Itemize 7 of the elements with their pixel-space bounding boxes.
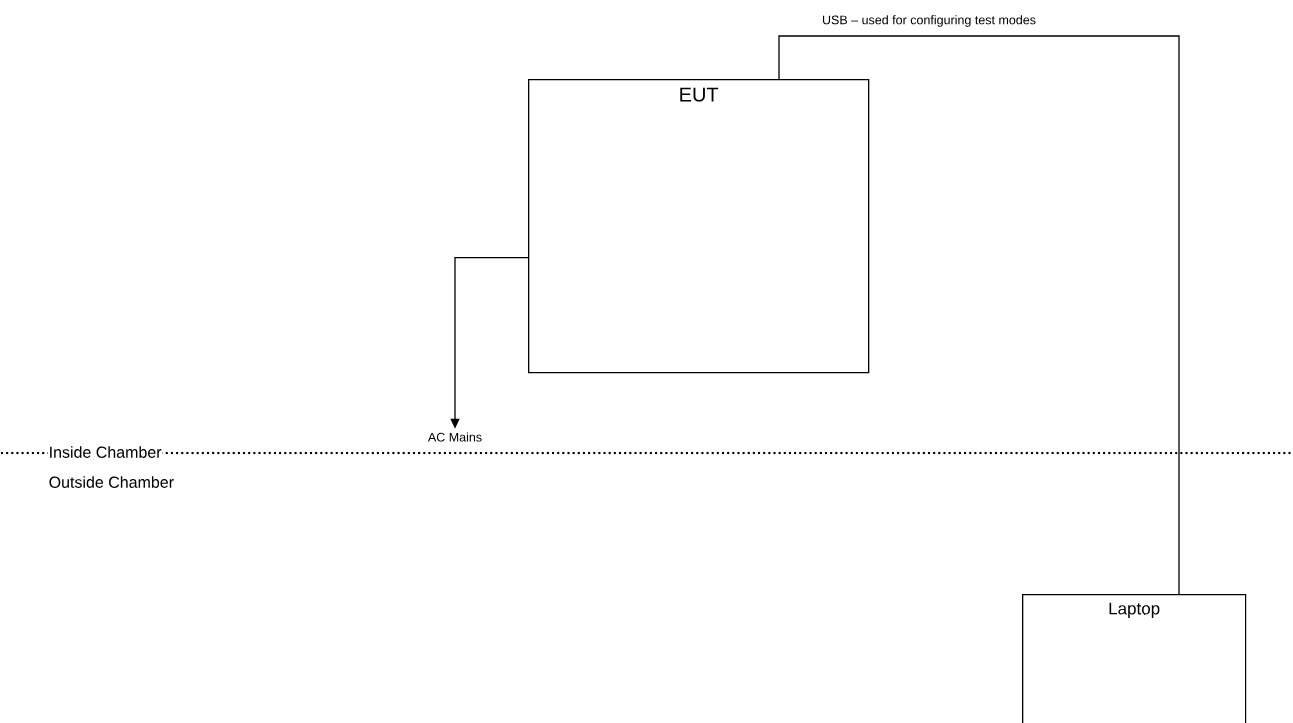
region-label: Outside Chamber bbox=[47, 475, 176, 489]
box: EUT bbox=[528, 79, 870, 374]
text-label: AC Mains bbox=[427, 432, 482, 442]
edge-label: USB – used for configuring test modes bbox=[821, 14, 1037, 28]
box: Laptop bbox=[1022, 594, 1247, 723]
connector-line bbox=[778, 35, 1180, 595]
region-label: Inside Chamber bbox=[47, 445, 163, 459]
